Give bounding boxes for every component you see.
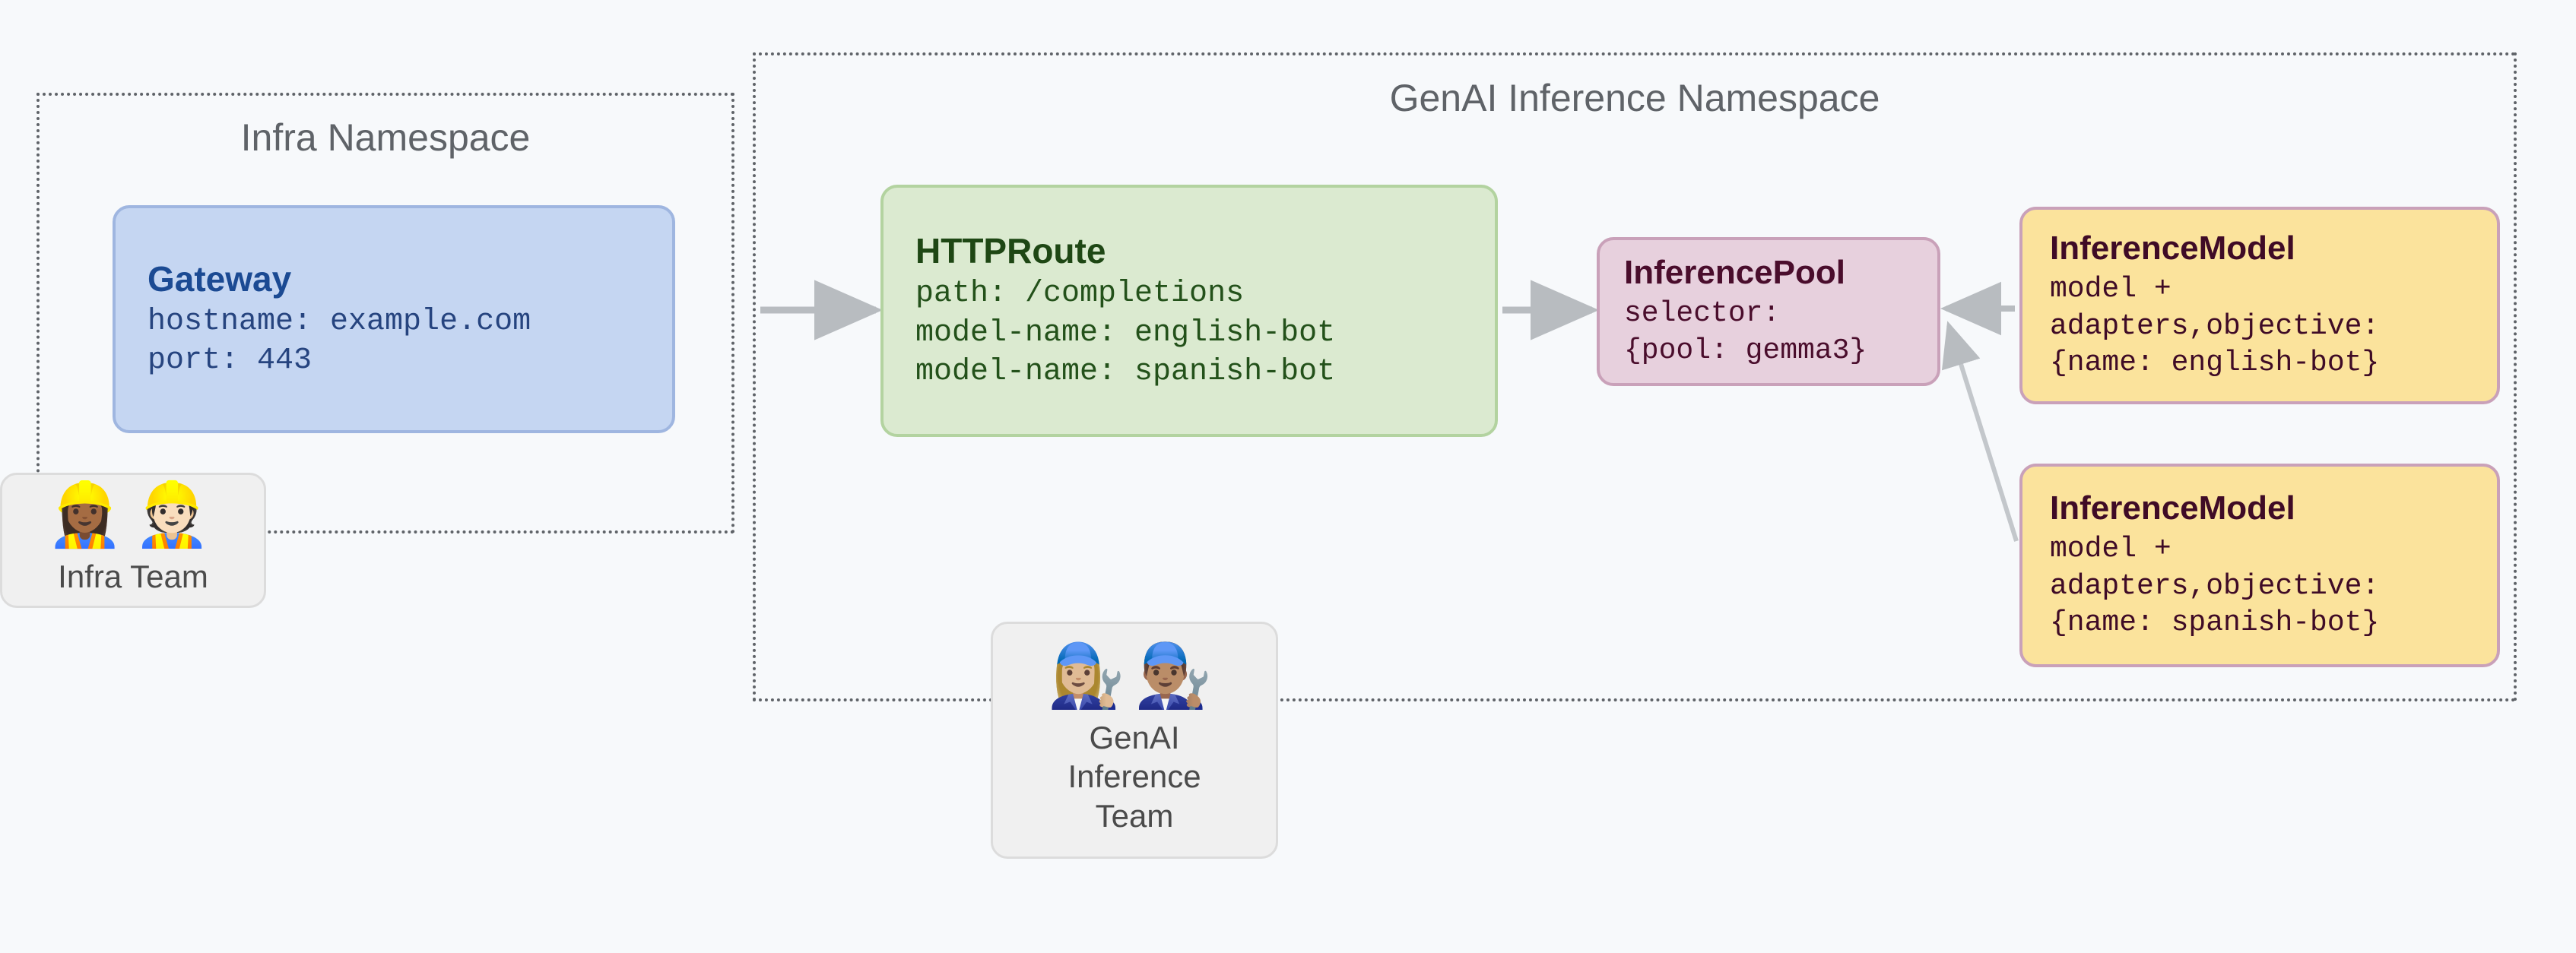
namespace-genai-inference bbox=[753, 52, 2517, 701]
card-gateway-body: Gateway hostname: example.com port: 443 bbox=[116, 258, 672, 381]
card-inferencemodel-spanish[interactable]: InferenceModel model + adapters,objectiv… bbox=[2019, 464, 2500, 667]
card-gateway[interactable]: Gateway hostname: example.com port: 443 bbox=[113, 205, 675, 433]
team-card-genai-inference[interactable]: 👩🏼‍🔧👨🏽‍🔧 GenAI Inference Team bbox=[991, 622, 1278, 859]
card-httproute-body: HTTPRoute path: /completions model-name:… bbox=[884, 230, 1495, 391]
card-inferencemodel-english-lines: model + adapters,objective: {name: engli… bbox=[2050, 273, 2380, 380]
construction-worker-icon: 👷🏾‍♀️👷🏻 bbox=[46, 480, 220, 550]
team-card-genai-inference-label: GenAI Inference Team bbox=[1068, 720, 1201, 834]
mechanic-icon: 👩🏼‍🔧👨🏽‍🔧 bbox=[1047, 641, 1222, 711]
team-card-infra-label: Infra Team bbox=[58, 559, 208, 595]
card-inferencemodel-english-title: InferenceModel bbox=[2050, 230, 2295, 268]
team-card-infra[interactable]: 👷🏾‍♀️👷🏻 Infra Team bbox=[0, 473, 266, 608]
namespace-infra bbox=[36, 93, 734, 533]
namespace-infra-title: Infra Namespace bbox=[240, 116, 531, 159]
card-inferencemodel-spanish-lines: model + adapters,objective: {name: spani… bbox=[2050, 533, 2380, 640]
card-inferencepool[interactable]: InferencePool selector: {pool: gemma3} bbox=[1597, 237, 1940, 386]
card-gateway-lines: hostname: example.com port: 443 bbox=[148, 304, 531, 378]
card-inferencemodel-spanish-body: InferenceModel model + adapters,objectiv… bbox=[2022, 489, 2497, 642]
card-inferencemodel-english[interactable]: InferenceModel model + adapters,objectiv… bbox=[2019, 207, 2500, 404]
card-gateway-title: Gateway bbox=[148, 258, 292, 299]
card-httproute-lines: path: /completions model-name: english-b… bbox=[915, 277, 1336, 389]
card-httproute-title: HTTPRoute bbox=[915, 231, 1106, 271]
card-httproute[interactable]: HTTPRoute path: /completions model-name:… bbox=[880, 185, 1498, 437]
card-inferencemodel-spanish-title: InferenceModel bbox=[2050, 489, 2295, 527]
card-inferencepool-title: InferencePool bbox=[1624, 254, 1845, 292]
namespace-genai-inference-title: GenAI Inference Namespace bbox=[1389, 77, 1880, 119]
card-inferencepool-lines: selector: {pool: gemma3} bbox=[1624, 297, 1867, 367]
card-inferencepool-body: InferencePool selector: {pool: gemma3} bbox=[1600, 253, 1937, 369]
card-inferencemodel-english-body: InferenceModel model + adapters,objectiv… bbox=[2022, 229, 2497, 382]
